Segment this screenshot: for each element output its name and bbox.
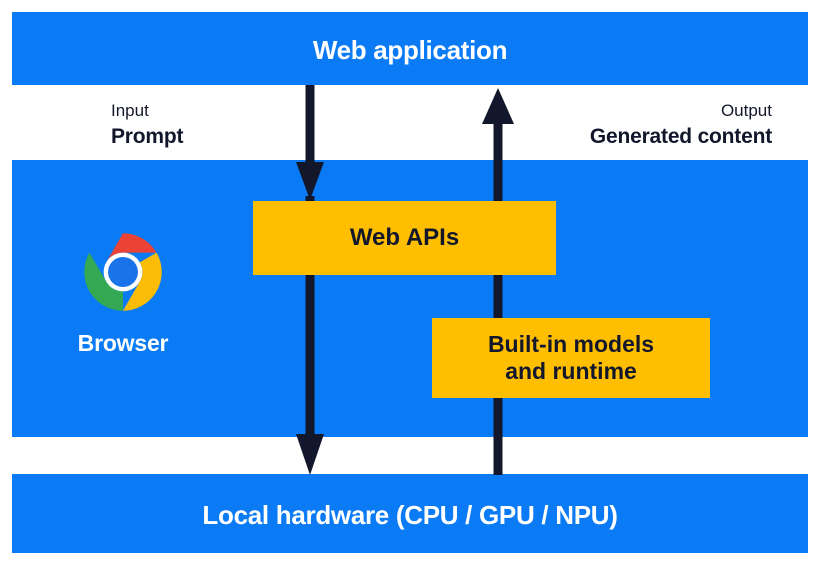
band-local-hardware-label: Local hardware (CPU / GPU / NPU) [202,500,618,530]
box-web-apis[interactable]: Web APIs [253,201,556,275]
box-built-in-models-line1: Built-in models [487,330,655,357]
box-built-in-models-label: Built-in models and runtime [488,331,654,385]
browser-group: Browser [56,228,190,357]
box-built-in-models[interactable]: Built-in models and runtime [432,318,710,398]
band-local-hardware: Local hardware (CPU / GPU / NPU) [12,474,808,553]
caption-input-value: Prompt [111,124,184,148]
box-built-in-models-line2: and runtime [505,358,637,384]
caption-input: Input Prompt [111,100,184,150]
box-web-apis-label: Web APIs [349,223,460,251]
caption-output-kind: Output [720,101,772,120]
chrome-logo-icon [84,233,162,311]
caption-output: Output Generated content [590,100,772,150]
band-browser-label: Browser [77,330,169,356]
caption-input-kind: Input [111,101,149,120]
band-web-application: Web application [12,12,808,85]
band-web-application-label: Web application [312,35,508,65]
caption-output-value: Generated content [589,124,772,148]
